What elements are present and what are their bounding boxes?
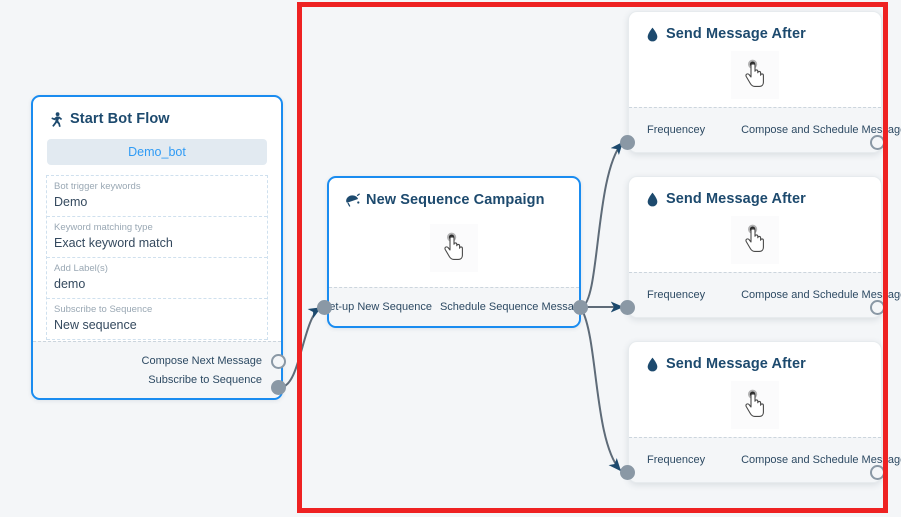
hand-pointer-icon [731, 380, 779, 429]
field-row-bot-trigger-keywords[interactable]: Bot trigger keywords Demo [47, 176, 267, 217]
field-row-subscribe-to-sequence[interactable]: Subscribe to Sequence New sequence [47, 299, 267, 340]
field-value: New sequence [54, 318, 137, 332]
edge-sequence-to-card3 [581, 309, 622, 472]
field-label: Add Label(s) [54, 263, 108, 274]
node-send-message-after-1-footer: Frequencey Compose and Schedule Message [629, 107, 901, 152]
node-send-message-after-3-body [629, 372, 881, 437]
port-compose-and-schedule-message-1[interactable] [870, 135, 885, 150]
megaphone-icon [345, 192, 360, 208]
node-start-bot-flow-footer: Compose Next Message Subscribe to Sequen… [33, 341, 281, 398]
port-label-compose-next-message: Compose Next Message [141, 354, 262, 367]
port-frequencey-1[interactable] [620, 135, 635, 150]
field-row-keyword-matching-type[interactable]: Keyword matching type Exact keyword matc… [47, 217, 267, 258]
hand-pointer-icon [731, 215, 779, 264]
node-send-message-after-3[interactable]: Send Message After Frequencey Compose an… [628, 341, 901, 483]
bot-field-list: Bot trigger keywords Demo Keyword matchi… [46, 175, 268, 340]
field-row-add-labels[interactable]: Add Label(s) demo [47, 258, 267, 299]
port-label-setup-new-sequence: Set-up New Sequence [321, 301, 432, 313]
bot-select-pill[interactable]: Demo_bot [47, 139, 267, 165]
field-value: Demo [54, 195, 88, 209]
port-label-frequencey: Frequencey [647, 289, 706, 301]
field-value: Exact keyword match [54, 236, 173, 250]
edge-sequence-to-card1 [581, 141, 624, 308]
hand-pointer-icon [430, 223, 478, 272]
node-send-message-after-2-footer: Frequencey Compose and Schedule Message [629, 272, 901, 317]
node-new-sequence-campaign[interactable]: New Sequence Campaign Set-up New Sequenc… [322, 176, 586, 328]
node-new-sequence-campaign-title: New Sequence Campaign [329, 178, 579, 208]
node-start-bot-flow-title: Start Bot Flow [33, 97, 281, 127]
water-drop-icon [645, 356, 660, 372]
node-send-message-after-2-title: Send Message After [629, 177, 881, 207]
port-frequencey-3[interactable] [620, 465, 635, 480]
port-compose-next-message[interactable] [271, 354, 286, 369]
port-label-frequencey: Frequencey [647, 454, 706, 466]
port-compose-and-schedule-message-2[interactable] [870, 300, 885, 315]
field-label: Keyword matching type [54, 222, 153, 233]
node-send-message-after-1[interactable]: Send Message After Frequencey Compose an… [628, 11, 901, 153]
node-send-message-after-3-title: Send Message After [629, 342, 881, 372]
node-send-message-after-3-footer: Frequencey Compose and Schedule Message [629, 437, 901, 482]
node-send-message-after-2[interactable]: Send Message After Frequencey Compose an… [628, 176, 901, 318]
node-start-bot-flow-label: Start Bot Flow [70, 110, 170, 127]
port-subscribe-to-sequence[interactable] [271, 380, 286, 395]
node-send-message-after-2-label: Send Message After [666, 190, 806, 207]
node-start-bot-flow[interactable]: Start Bot Flow Demo_bot Bot trigger keyw… [31, 95, 283, 400]
node-send-message-after-1-title: Send Message After [629, 12, 881, 42]
field-label: Subscribe to Sequence [54, 304, 153, 315]
port-label-compose-and-schedule-message: Compose and Schedule Message [741, 289, 901, 301]
port-setup-new-sequence[interactable] [317, 300, 332, 315]
port-compose-and-schedule-message-3[interactable] [870, 465, 885, 480]
node-send-message-after-1-label: Send Message After [666, 25, 806, 42]
port-frequencey-2[interactable] [620, 300, 635, 315]
node-new-sequence-campaign-footer: Set-up New Sequence Schedule Sequence Me… [322, 287, 586, 326]
node-send-message-after-1-body [629, 42, 881, 107]
water-drop-icon [645, 26, 660, 42]
node-send-message-after-2-body [629, 207, 881, 272]
edge-start-to-sequence [280, 307, 322, 388]
port-schedule-sequence-message[interactable] [573, 300, 588, 315]
bot-select-value: Demo_bot [128, 145, 186, 159]
port-label-subscribe-to-sequence: Subscribe to Sequence [148, 373, 262, 386]
water-drop-icon [645, 191, 660, 207]
field-label: Bot trigger keywords [54, 181, 141, 192]
node-new-sequence-campaign-label: New Sequence Campaign [366, 191, 545, 208]
port-label-frequencey: Frequencey [647, 124, 706, 136]
port-label-compose-and-schedule-message: Compose and Schedule Message [741, 454, 901, 466]
port-label-compose-and-schedule-message: Compose and Schedule Message [741, 124, 901, 136]
port-label-schedule-sequence-message: Schedule Sequence Message [439, 301, 587, 313]
node-send-message-after-3-label: Send Message After [666, 355, 806, 372]
node-new-sequence-campaign-body [329, 208, 579, 287]
hand-pointer-icon [731, 50, 779, 99]
field-value: demo [54, 277, 86, 291]
running-person-icon [49, 111, 64, 127]
